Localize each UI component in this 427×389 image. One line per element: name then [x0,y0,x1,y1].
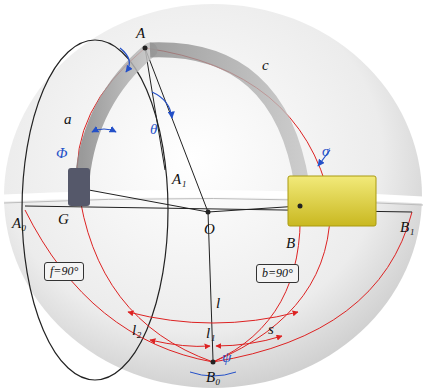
point [206,210,211,215]
angle-mark [92,129,116,132]
point-label: B₁ [400,220,414,235]
point [211,360,216,365]
point-label: ψ [222,350,231,365]
point-label: a [64,112,72,127]
radius-line [208,206,300,212]
slider-block [288,176,376,226]
link-c [150,50,302,185]
point-label: O [204,222,215,237]
point-label: B [286,236,295,251]
angle-box: f=90° [44,262,84,281]
point-label: Φ [56,146,67,161]
angle-mark [120,48,129,72]
link-a [82,50,150,180]
point-label: l₁ [206,326,215,341]
radius-line [78,188,208,212]
point-label: σ [322,144,329,159]
point [143,46,148,51]
angle-value: f=90° [50,265,78,278]
circle-ellipse [22,40,168,380]
radius-line [145,48,208,212]
red-arc [77,48,213,362]
red-arc [25,210,213,362]
point-label: G [58,212,69,227]
point-label: A₁ [172,172,186,187]
radius-line [145,48,165,170]
angle-box: b=90° [256,264,299,283]
angle-mark [152,92,172,118]
red-arc [213,212,412,362]
point-label: l₂ [132,323,141,338]
point-label: s [268,322,274,337]
point-label: c [262,58,269,73]
point-label: θ [150,122,157,137]
joint-block [68,168,90,206]
point-label: A [136,26,145,41]
arc-dimension [150,340,210,346]
arc-dimension [216,336,282,346]
angle-value: b=90° [262,267,293,280]
point-label: A₀ [12,216,26,231]
point [298,204,303,209]
point-label: B₀ [206,370,220,385]
sphere [4,4,422,388]
point-label: l [216,296,220,311]
